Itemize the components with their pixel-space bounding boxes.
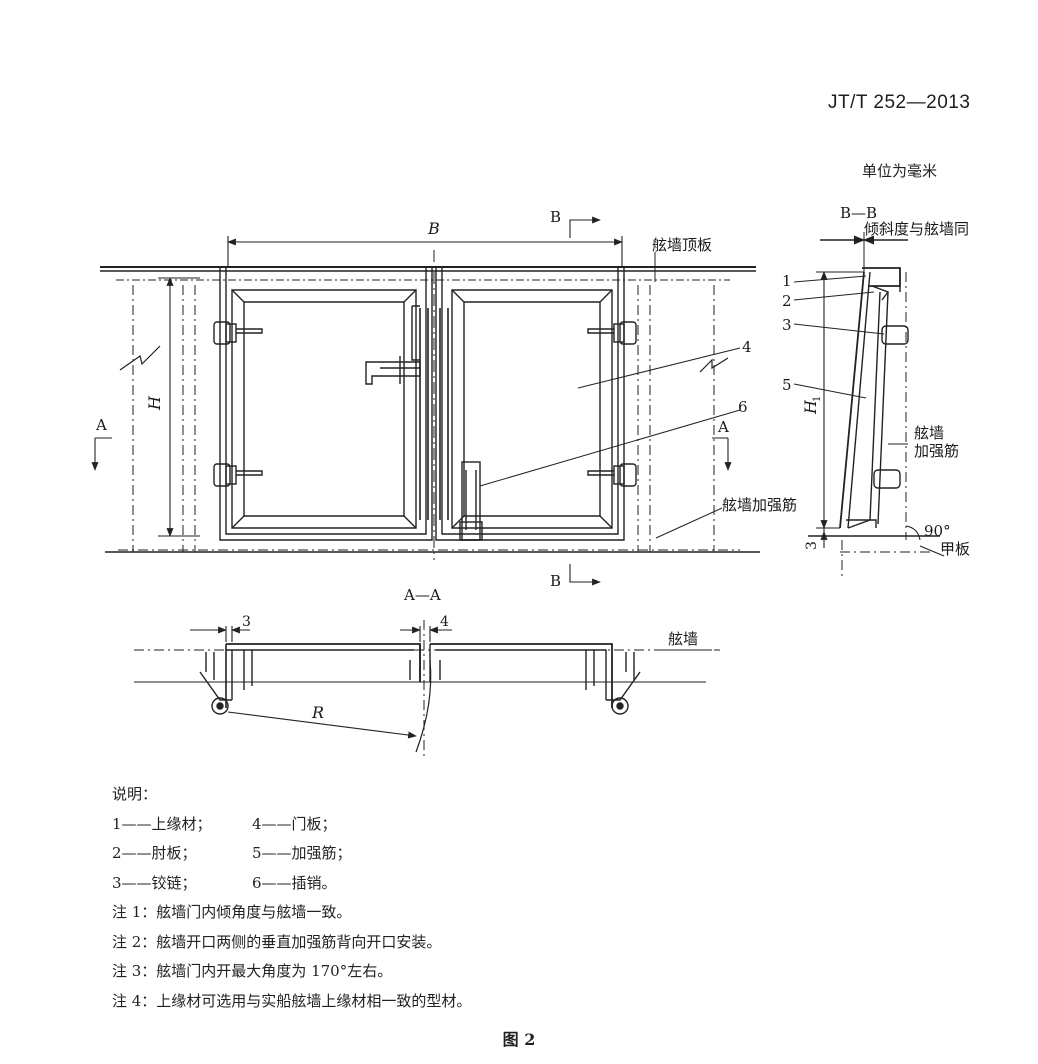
svg-text:1: 1 xyxy=(812,396,823,402)
label-wall-rib-1: 舷墙 xyxy=(914,424,944,442)
legend-item-5: 5——加强筋； xyxy=(252,844,352,862)
aa-dim-mid: 4 xyxy=(440,614,449,630)
section-b-bottom: B xyxy=(550,572,561,590)
standard-number: JT/T 252—2013 xyxy=(828,92,971,113)
figure-caption: 图 2 xyxy=(502,1030,536,1049)
note-4: 注 4：上缘材可选用与实船舷墙上缘材相一致的型材。 xyxy=(112,991,472,1010)
bb-callout-1: 1 xyxy=(782,272,792,290)
notes-section: 说明： 1——上缘材； 4——门板； 2——肘板； 5——加强筋； 3——铰链；… xyxy=(112,780,471,1016)
note-1: 注 1：舷墙门内倾角度与舷墙一致。 xyxy=(112,903,352,921)
section-aa-dimensions xyxy=(190,626,712,651)
section-bb-dimensions xyxy=(793,271,945,557)
legend-item-6: 6——插销。 xyxy=(252,873,337,892)
section-bb-view xyxy=(808,232,940,580)
callout-door-panel: 4 xyxy=(742,338,752,356)
label-stiffener: 舷墙加强筋 xyxy=(722,496,797,514)
legend-item-3: 3——铰链； xyxy=(112,873,197,892)
bb-callout-5: 5 xyxy=(782,376,792,394)
section-a-right: A xyxy=(717,418,729,436)
section-a-left: A xyxy=(95,416,107,434)
note-2: 注 2：舷墙开口两侧的垂直加强筋背向开口安装。 xyxy=(112,932,442,951)
dim-height-label: H xyxy=(145,395,164,411)
legend-item-4: 4——门板； xyxy=(252,814,337,833)
unit-note: 单位为毫米 xyxy=(862,162,938,180)
bb-callout-3: 3 xyxy=(782,316,792,334)
callout-latch: 6 xyxy=(738,398,748,416)
section-bb-slope-note: 倾斜度与舷墙同 xyxy=(864,220,969,238)
front-view xyxy=(100,250,760,560)
front-view-dimensions xyxy=(95,216,741,586)
dim-h1-label: H 1 xyxy=(801,396,823,415)
bb-callout-2: 2 xyxy=(782,292,792,310)
aa-dim-left: 3 xyxy=(242,614,251,630)
dim-bottom-3: 3 xyxy=(804,541,820,550)
dim-width-label: B xyxy=(427,219,440,238)
legend-item-1: 1——上缘材； xyxy=(112,814,212,833)
legend-grid: 1——上缘材； 4——门板； 2——肘板； 5——加强筋； 3——铰链； 6——… xyxy=(112,810,471,899)
label-top-plate: 舷墙顶板 xyxy=(652,236,712,254)
section-aa-title: A—A xyxy=(403,586,441,604)
label-deck: 甲板 xyxy=(940,540,970,558)
svg-text:H: H xyxy=(801,399,820,415)
label-wall-rib-2: 加强筋 xyxy=(914,442,959,460)
note-3: 注 3：舷墙门内开最大角度为 170°左右。 xyxy=(112,962,393,980)
technical-drawing: B H B B A A 舷墙顶板 舷墙加强筋 4 6 xyxy=(0,204,970,760)
angle-label: 90° xyxy=(924,522,951,540)
legend-item-2: 2——肘板； xyxy=(112,844,197,862)
aa-label-wall: 舷墙 xyxy=(668,630,698,648)
section-aa-view xyxy=(134,620,720,760)
section-bb-title: B—B xyxy=(840,204,877,222)
section-b-top: B xyxy=(550,208,561,226)
aa-radius-label: R xyxy=(311,703,324,722)
legend-title: 说明： xyxy=(112,785,158,803)
